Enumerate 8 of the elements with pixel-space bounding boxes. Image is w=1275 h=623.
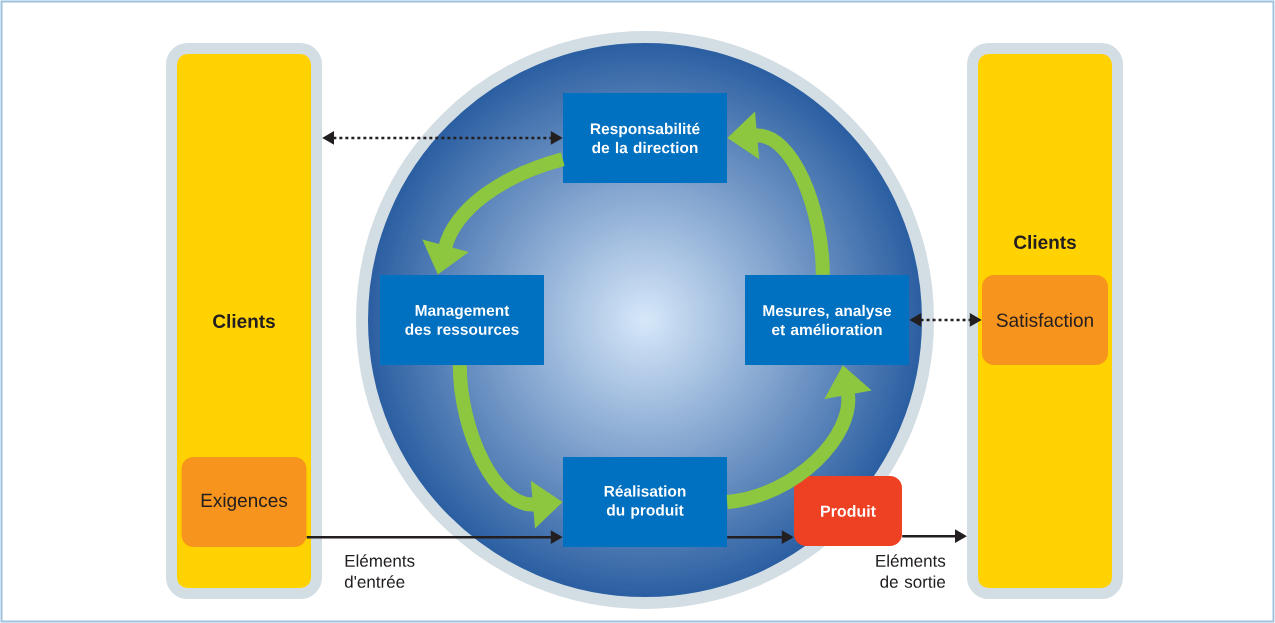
process-box: Responsabilité de la direction (563, 93, 727, 183)
process-box: Satisfaction (982, 275, 1108, 365)
process-box: Réalisation du produit (563, 457, 727, 547)
process-box: Mesures, analyse et amélioration (745, 275, 909, 365)
process-box: Exigences (181, 457, 307, 547)
edge-label: Eléments d'entrée (343, 553, 426, 589)
process-box: Management des ressources (380, 275, 544, 365)
edge-label: Eléments de sortie (864, 553, 947, 589)
